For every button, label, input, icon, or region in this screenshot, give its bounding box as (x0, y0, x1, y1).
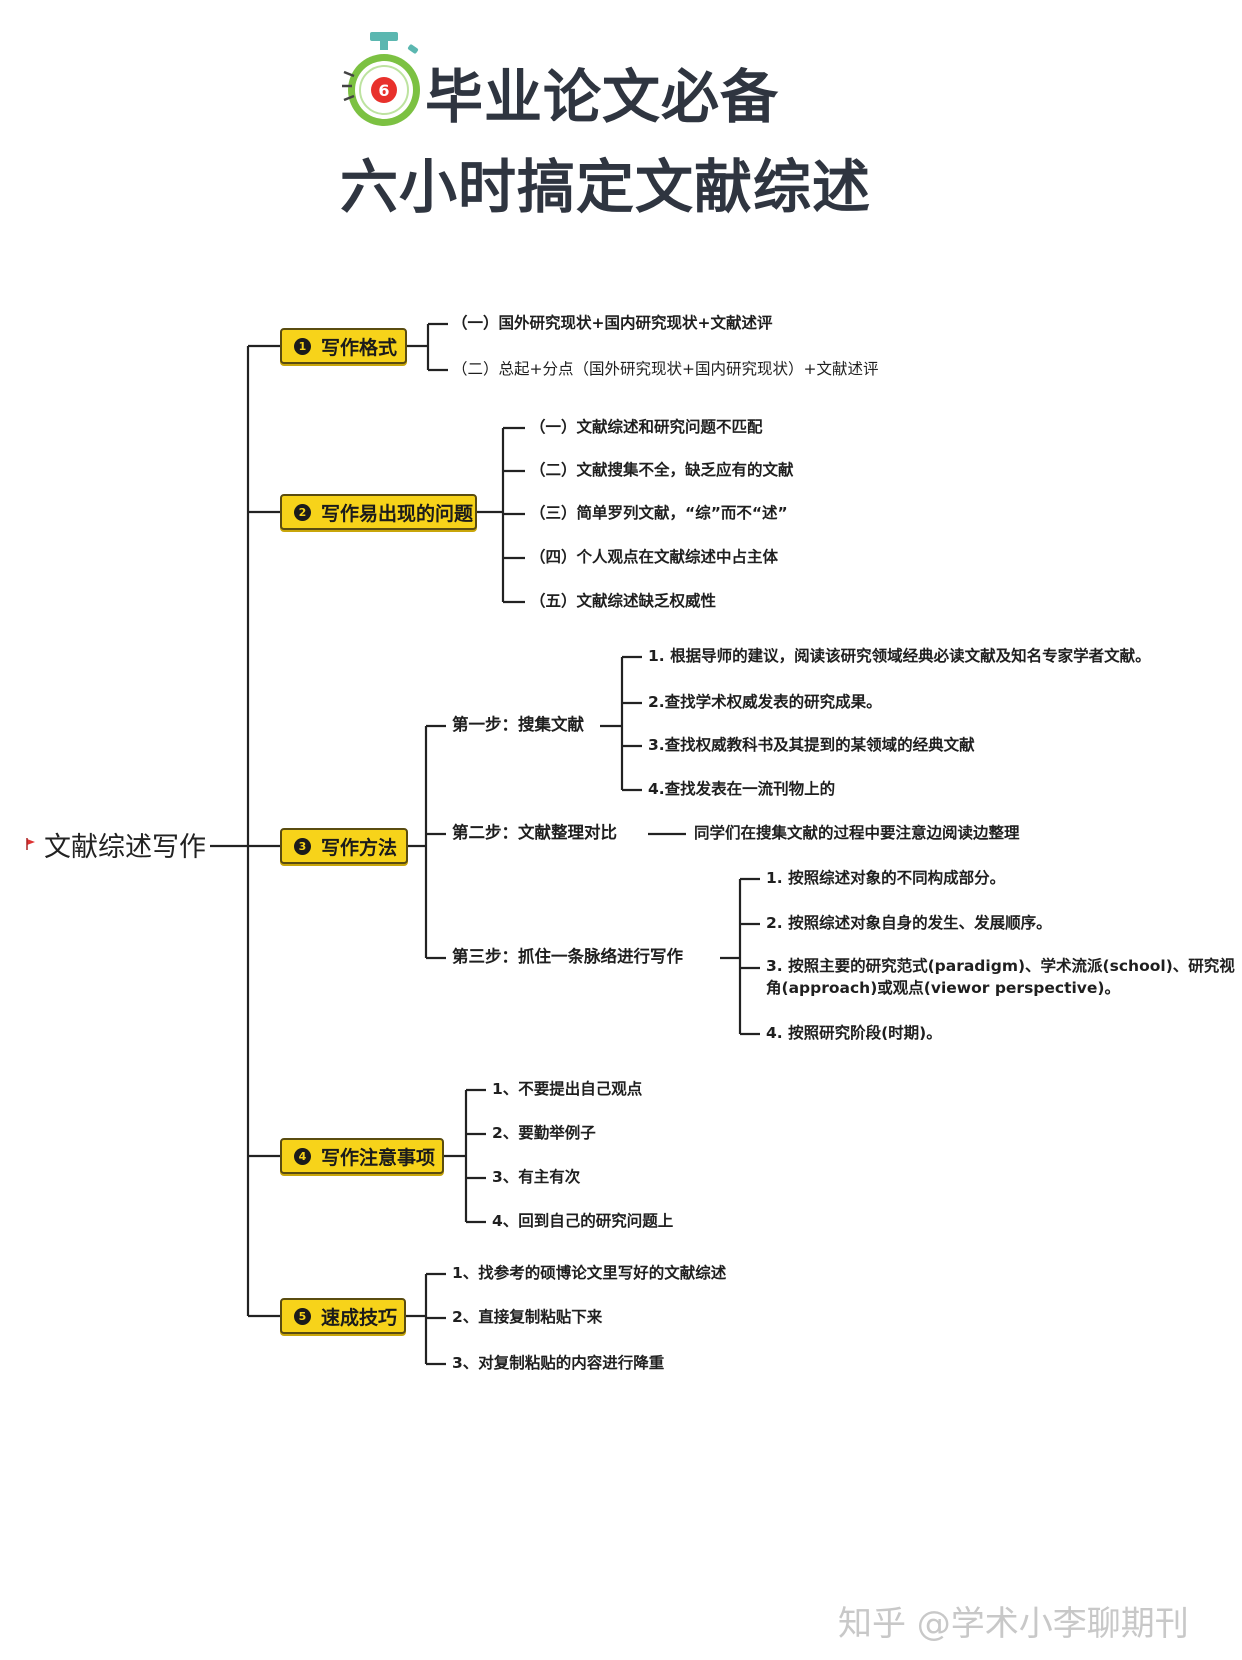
leaf-item: 3.查找权威教科书及其提到的某领域的经典文献 (648, 736, 975, 754)
category-label: 写作易出现的问题 (321, 502, 474, 525)
category-number: 5 (294, 1307, 311, 1325)
category-node-3: 3 写作方法 (280, 828, 408, 864)
leaf-item: 2、要勤举例子 (492, 1124, 596, 1142)
category-node-4: 4 写作注意事项 (280, 1138, 444, 1174)
leaf-item: 1、不要提出自己观点 (492, 1080, 643, 1098)
leaf-item: （四）个人观点在文献综述中占主体 (530, 548, 779, 566)
category-label: 写作注意事项 (321, 1146, 436, 1169)
leaf-item: 4.查找发表在一流刊物上的 (648, 780, 836, 798)
leaf-item: 2.查找学术权威发表的研究成果。 (648, 693, 882, 711)
leaf-item: 3、有主有次 (492, 1168, 581, 1186)
category-node-1: 1 写作格式 (280, 328, 407, 364)
leaf-item: 1、找参考的硕博论文里写好的文献综述 (452, 1264, 727, 1282)
step-node-1: 第一步：搜集文献 (452, 715, 584, 734)
leaf-item: （五）文献综述缺乏权威性 (530, 592, 717, 610)
leaf-item: 1. 按照综述对象的不同构成部分。 (766, 869, 1006, 887)
leaf-item: 3、对复制粘贴的内容进行降重 (452, 1354, 665, 1372)
category-label: 写作格式 (321, 336, 398, 359)
category-number: 2 (294, 503, 311, 521)
stopwatch-icon: 6 (342, 32, 420, 126)
badge-number: 6 (378, 81, 389, 100)
leaf-item: （二）总起+分点（国外研究现状+国内研究现状）+文献述评 (452, 360, 879, 378)
category-label: 速成技巧 (321, 1306, 398, 1329)
category-node-2: 2 写作易出现的问题 (280, 494, 477, 530)
step-note: 同学们在搜集文献的过程中要注意边阅读边整理 (694, 824, 1020, 842)
leaf-item: 4、回到自己的研究问题上 (492, 1212, 674, 1230)
leaf-item: 1. 根据导师的建议，阅读该研究领域经典必读文献及知名专家学者文献。 (648, 647, 1151, 665)
category-number: 3 (294, 837, 311, 855)
leaf-item: 4. 按照研究阶段(时期)。 (766, 1024, 942, 1042)
title-line-1: 毕业论文必备 (425, 63, 780, 131)
leaf-item: （三）简单罗列文献，“综”而不“述” (530, 504, 788, 522)
flag-icon (26, 838, 35, 850)
leaf-item: （一）国外研究现状+国内研究现状+文献述评 (452, 314, 773, 332)
watermark: 知乎 @学术小李聊期刊 (838, 1604, 1189, 1644)
leaf-item: 3. 按照主要的研究范式(paradigm)、学术流派(school)、研究视角… (766, 957, 1235, 997)
leaf-item: 2. 按照综述对象自身的发生、发展顺序。 (766, 914, 1052, 932)
category-label: 写作方法 (321, 836, 398, 859)
category-number: 4 (294, 1147, 311, 1165)
step-node-2: 第二步：文献整理对比 (452, 823, 617, 842)
root-node: 文献综述写作 (44, 832, 206, 863)
leaf-item: 2、直接复制粘贴下来 (452, 1308, 603, 1326)
leaf-item: （一）文献综述和研究问题不匹配 (530, 418, 763, 436)
leaf-item: （二）文献搜集不全，缺乏应有的文献 (530, 461, 794, 479)
category-node-5: 5 速成技巧 (280, 1298, 406, 1334)
title-line-2: 六小时搞定文献综述 (340, 153, 872, 221)
step-node-3: 第三步：抓住一条脉络进行写作 (452, 947, 683, 966)
category-number: 1 (294, 337, 311, 355)
